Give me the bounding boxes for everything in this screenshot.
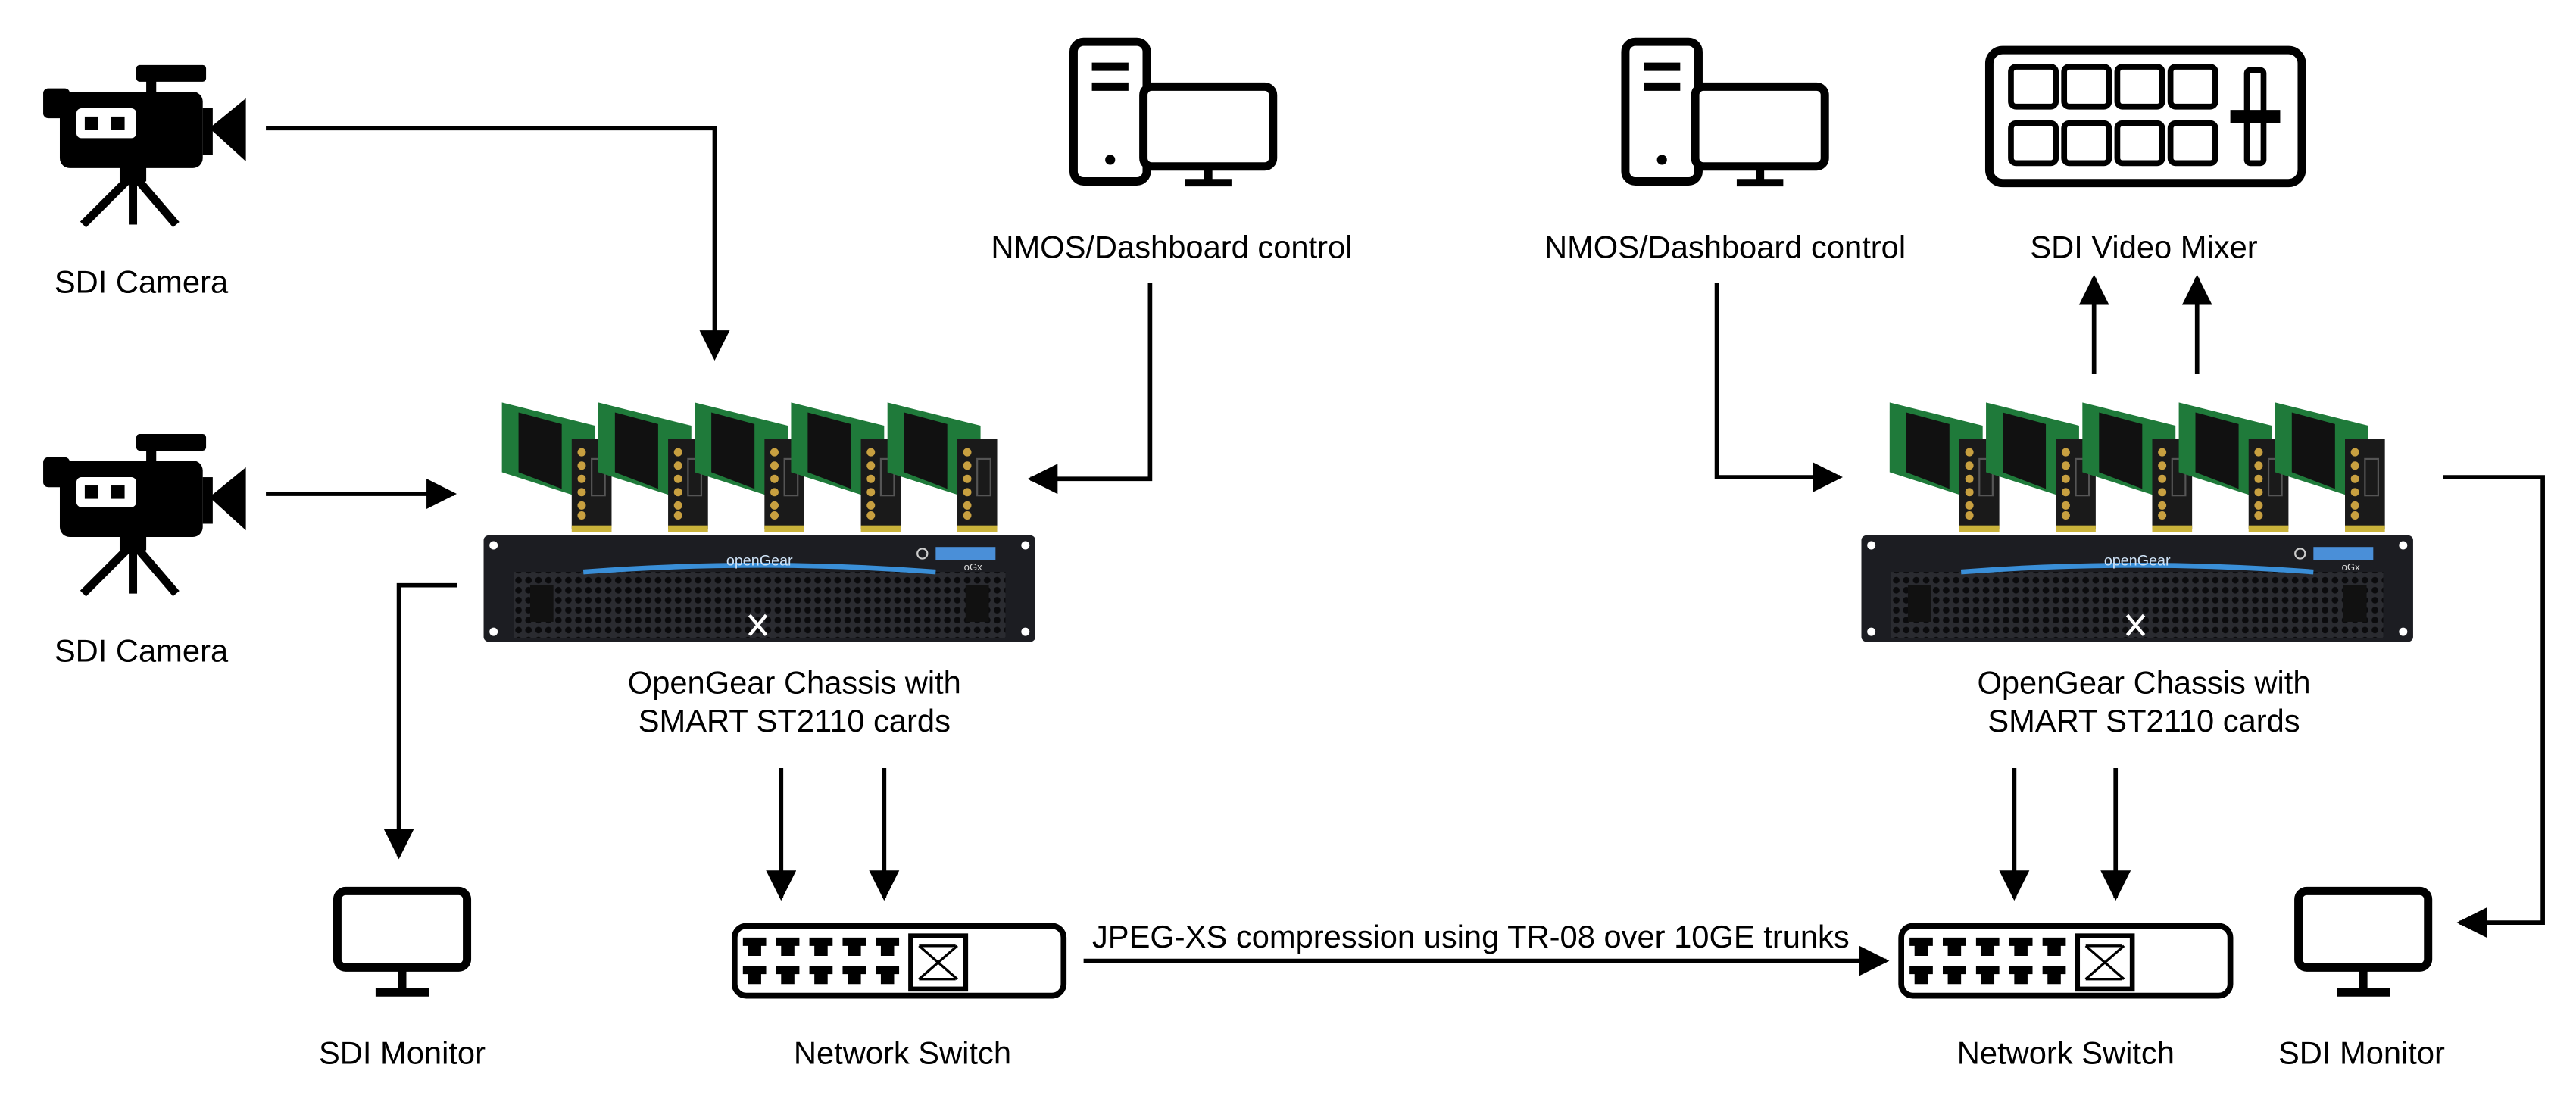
label-trunk-link: JPEG-XS compression using TR-08 over 10G… — [1092, 919, 1850, 954]
st2110-card — [2081, 401, 2194, 532]
label-chassis-right-2: SMART ST2110 cards — [1987, 703, 2300, 738]
st2110-card — [501, 401, 613, 532]
arrow-camera1-to-chassis — [266, 126, 730, 361]
ogx-badge: oGx — [2342, 561, 2361, 573]
nmos-control-left-computer-icon — [1073, 42, 1272, 183]
sdi-video-mixer-icon — [1984, 45, 2306, 188]
st2110-card — [1984, 401, 2097, 532]
st2110-card — [2274, 401, 2386, 532]
label-switch-left: Network Switch — [794, 1035, 1011, 1071]
label-sdi-camera-2: SDI Camera — [55, 633, 229, 669]
nmos-control-right-computer-icon — [1625, 42, 1825, 183]
label-nmos-right: NMOS/Dashboard control — [1544, 229, 1906, 264]
sdi-camera-1-icon — [43, 65, 246, 225]
label-chassis-left-2: SMART ST2110 cards — [639, 703, 951, 738]
st2110-card — [694, 401, 806, 532]
label-chassis-right-1: OpenGear Chassis with — [1977, 664, 2310, 700]
sdi-monitor-right-icon — [2299, 891, 2428, 992]
cards-right — [1888, 401, 2386, 532]
cards-left — [501, 401, 998, 532]
st2110-card — [790, 401, 902, 532]
label-monitor-right: SDI Monitor — [2278, 1035, 2445, 1071]
opengear-chassis-right: openGear oGx — [1861, 535, 2412, 642]
opengear-logo: openGear — [2104, 552, 2171, 569]
st2110-card — [886, 401, 998, 532]
label-switch-right: Network Switch — [1957, 1035, 2175, 1071]
arrow-chassis-to-right-monitor — [2443, 475, 2545, 938]
st2110-card — [597, 401, 709, 532]
label-mixer: SDI Video Mixer — [2030, 229, 2257, 264]
network-switch-left-icon — [735, 926, 1063, 995]
label-sdi-camera-1: SDI Camera — [55, 264, 229, 299]
arrow-nmos-to-left-chassis — [1027, 283, 1153, 495]
ogx-badge: oGx — [964, 561, 983, 573]
st2110-card — [2178, 401, 2290, 532]
label-monitor-left: SDI Monitor — [319, 1035, 486, 1071]
arrow-nmos-to-right-chassis — [1714, 283, 1843, 493]
sdi-monitor-left-icon — [337, 891, 467, 992]
label-nmos-left: NMOS/Dashboard control — [991, 229, 1352, 264]
label-chassis-left-1: OpenGear Chassis with — [628, 664, 961, 700]
opengear-chassis-left: openGear oGx — [484, 535, 1035, 642]
sdi-camera-2-icon — [43, 434, 246, 594]
opengear-logo: openGear — [726, 552, 793, 569]
st2110-card — [1888, 401, 2000, 532]
arrow-chassis-to-left-monitor — [383, 582, 457, 860]
network-switch-right-icon — [1901, 926, 2230, 995]
